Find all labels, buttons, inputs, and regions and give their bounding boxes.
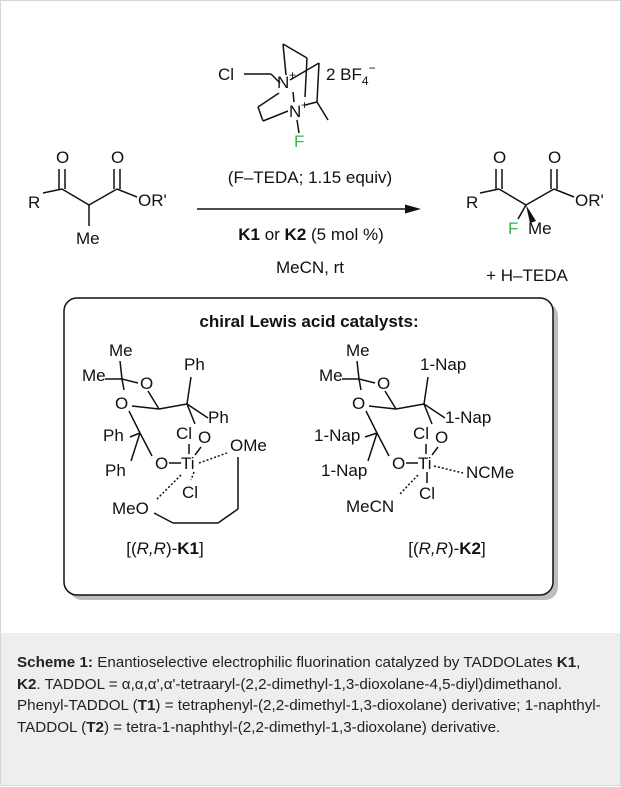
catalyst-box [63,297,554,596]
k2-cl-bottom: Cl [419,484,435,503]
k2-o-left: O [392,454,405,473]
k2-ti: Ti [418,454,432,473]
substrate-r: R [28,193,40,212]
product-r: R [466,193,478,212]
scheme-figure: Cl N + N + F 2 BF4− (F–TEDA; 1.15 equiv)… [0,0,621,635]
product-fluorine: F [508,219,518,238]
reagent-n-lower-plus: + [301,98,308,112]
product-o2: O [548,148,561,167]
k1-structure: Me Me O O Ph Ph Ph Ph Cl O O Ti OMe Cl M… [82,341,267,558]
k2-nap2: 1-Nap [445,408,491,427]
k1-me-top: Me [109,341,133,360]
product-o1: O [493,148,506,167]
k2-structure: Me Me O O 1-Nap 1-Nap 1-Nap 1-Nap Cl O O… [314,341,514,558]
substrate-o1: O [56,148,69,167]
k1-ph2: Ph [208,408,229,427]
k1-o-right: O [198,428,211,447]
caption-panel: Scheme 1: Enantioselective electrophilic… [0,633,621,786]
substrate-or: OR' [138,191,167,210]
product-me: Me [528,219,552,238]
catalyst-box-title: chiral Lewis acid catalysts: [199,312,418,331]
k2-nap1: 1-Nap [420,355,466,374]
k2-label: [(R,R)-K2] [408,539,485,558]
reagent-n-upper: N [277,73,289,92]
k1-ph3: Ph [103,426,124,445]
k1-ph4: Ph [105,461,126,480]
k1-me-left: Me [82,366,106,385]
k2-mecn: MeCN [346,497,394,516]
k2-me-top: Me [346,341,370,360]
product-structure: O O R OR' F Me [466,148,604,238]
caption-label: Scheme 1: [17,654,93,671]
k1-o-ring1: O [140,374,153,393]
reagent-name: (F–TEDA; 1.15 equiv) [228,168,392,187]
k1-o-ring2: O [115,394,128,413]
k2-o-ring1: O [377,374,390,393]
k2-ncme: NCMe [466,463,514,482]
k2-cl-top: Cl [413,424,429,443]
k2-o-right: O [435,428,448,447]
k2-nap3: 1-Nap [314,426,360,445]
reagent-cl: Cl [218,65,234,84]
scheme-caption: Scheme 1: Enantioselective electrophilic… [17,654,601,736]
reagent-counterion: 2 BF4− [326,61,376,88]
product-or: OR' [575,191,604,210]
substrate-o2: O [111,148,124,167]
reaction-arrowhead [405,204,421,214]
k1-cl-top: Cl [176,424,192,443]
k1-o-left: O [155,454,168,473]
k1-label: [(R,R)-K1] [126,539,203,558]
substrate-me: Me [76,229,100,248]
byproduct-label: + H–TEDA [486,266,568,285]
reagent-n-upper-plus: + [289,68,296,82]
k1-ti: Ti [181,454,195,473]
conditions-solvent: MeCN, rt [276,258,344,277]
k1-ome: OMe [230,436,267,455]
f-teda-structure: Cl N + N + F 2 BF4− (F–TEDA; 1.15 equiv) [218,43,392,187]
k2-me-left: Me [319,366,343,385]
k2-nap4: 1-Nap [321,461,367,480]
k1-cl-bottom: Cl [182,483,198,502]
reaction-scheme-svg: Cl N + N + F 2 BF4− (F–TEDA; 1.15 equiv)… [28,43,604,600]
k1-ph1: Ph [184,355,205,374]
reagent-n-lower: N [289,102,301,121]
k2-o-ring2: O [352,394,365,413]
substrate-structure: O O R OR' Me [28,148,167,248]
conditions-catalyst: K1 or K2 (5 mol %) [238,225,384,244]
reagent-fluorine: F [294,132,304,151]
k1-meo: MeO [112,499,149,518]
